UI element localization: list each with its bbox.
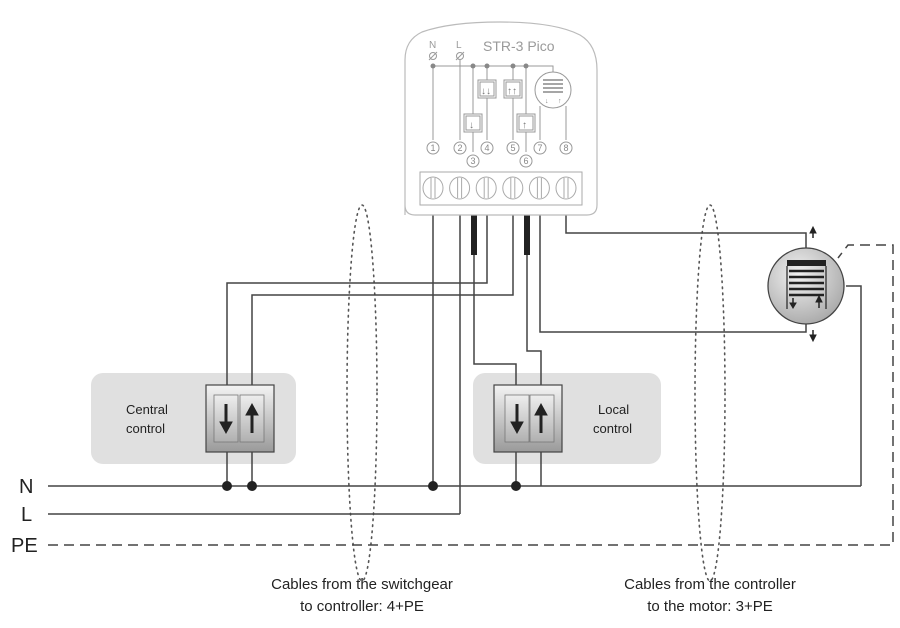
wire-t4-central-down (226, 215, 488, 398)
wire-t5-central-up (251, 215, 514, 398)
caption-switchgear-1: Cables from the switchgear (271, 576, 453, 593)
wire-t8-motor-up (565, 215, 807, 252)
svg-text:↑↑: ↑↑ (507, 86, 517, 97)
terminal-block (419, 171, 583, 206)
relay-up-up-icon: ↑↑ (503, 79, 523, 99)
shutter-motor (767, 225, 845, 343)
motor-down-arrow-icon (789, 298, 797, 309)
caption-motor-1: Cables from the controller (624, 576, 796, 593)
terminal-3: 3 (470, 156, 475, 166)
arrow-up-icon (534, 402, 548, 433)
junction-dots (222, 481, 521, 491)
label-pe: PE (11, 535, 38, 557)
local-control-label-2: control (593, 421, 632, 436)
terminal-screw-icon (502, 176, 524, 200)
relay-up-icon: ↑ (516, 113, 536, 133)
terminal-2: 2 (457, 143, 462, 153)
terminal-screw-icon (475, 176, 497, 200)
module-outline (404, 21, 598, 216)
terminal-screw-icon (555, 176, 577, 200)
relay-down-down-icon: ↓↓ (477, 79, 497, 99)
terminal-screws (422, 176, 577, 200)
terminal-numbers (426, 141, 573, 168)
screw-l-icon (455, 51, 465, 61)
label-l: L (21, 504, 32, 526)
central-control-label-2: control (126, 421, 165, 436)
motor-body (767, 247, 845, 325)
local-control-label-1: Local (598, 402, 629, 417)
motor-symbol-icon: ↓ ↑ (534, 71, 572, 109)
thick-cable-t3 (471, 215, 477, 255)
terminal-7: 7 (537, 143, 542, 153)
svg-text:↓: ↓ (545, 98, 549, 105)
switchgear-cable-bundle (346, 204, 378, 582)
terminal-6: 6 (523, 156, 528, 166)
terminal-8: 8 (563, 143, 568, 153)
central-switch[interactable] (205, 384, 275, 453)
wire-t7-motor-down (539, 215, 807, 333)
central-control-label-1: Central (126, 402, 168, 417)
str3-pico-module: STR-3 Pico N L ↓↓ (404, 21, 598, 216)
screw-n-icon (428, 51, 438, 61)
module-label-n: N (429, 40, 436, 51)
local-switch[interactable] (493, 384, 563, 453)
terminal-5: 5 (510, 143, 515, 153)
supply-lines (48, 244, 894, 546)
terminal-1: 1 (430, 143, 435, 153)
svg-text:↑: ↑ (522, 120, 527, 131)
label-n: N (19, 476, 33, 498)
caption-switchgear-2: to controller: 4+PE (300, 598, 424, 615)
motor-down-output-arrow-icon (809, 330, 817, 343)
arrow-down-icon (219, 404, 233, 435)
arrow-down-icon (510, 404, 524, 435)
terminal-screw-icon (422, 176, 444, 200)
arrow-up-icon (245, 402, 259, 433)
svg-text:↑: ↑ (558, 98, 562, 105)
terminal-screw-icon (449, 176, 471, 200)
wire-motor-n (846, 285, 862, 486)
module-label-l: L (456, 40, 462, 51)
svg-text:↓↓: ↓↓ (481, 86, 491, 97)
wire-t6-local-up (526, 254, 542, 398)
terminal-4: 4 (484, 143, 489, 153)
svg-text:↓: ↓ (469, 120, 474, 131)
motor-up-output-arrow-icon (809, 225, 817, 238)
relay-down-icon: ↓ (463, 113, 483, 133)
thick-cable-t6 (524, 215, 530, 255)
terminal-screw-icon (528, 176, 550, 200)
module-title: STR-3 Pico (483, 38, 555, 54)
motor-up-arrow-icon (815, 294, 823, 308)
module-wires (226, 215, 862, 514)
motor-cable-bundle (694, 204, 726, 582)
pe-line (48, 244, 894, 546)
caption-motor-2: to the motor: 3+PE (647, 598, 773, 615)
wire-t3-local-down (473, 250, 517, 398)
